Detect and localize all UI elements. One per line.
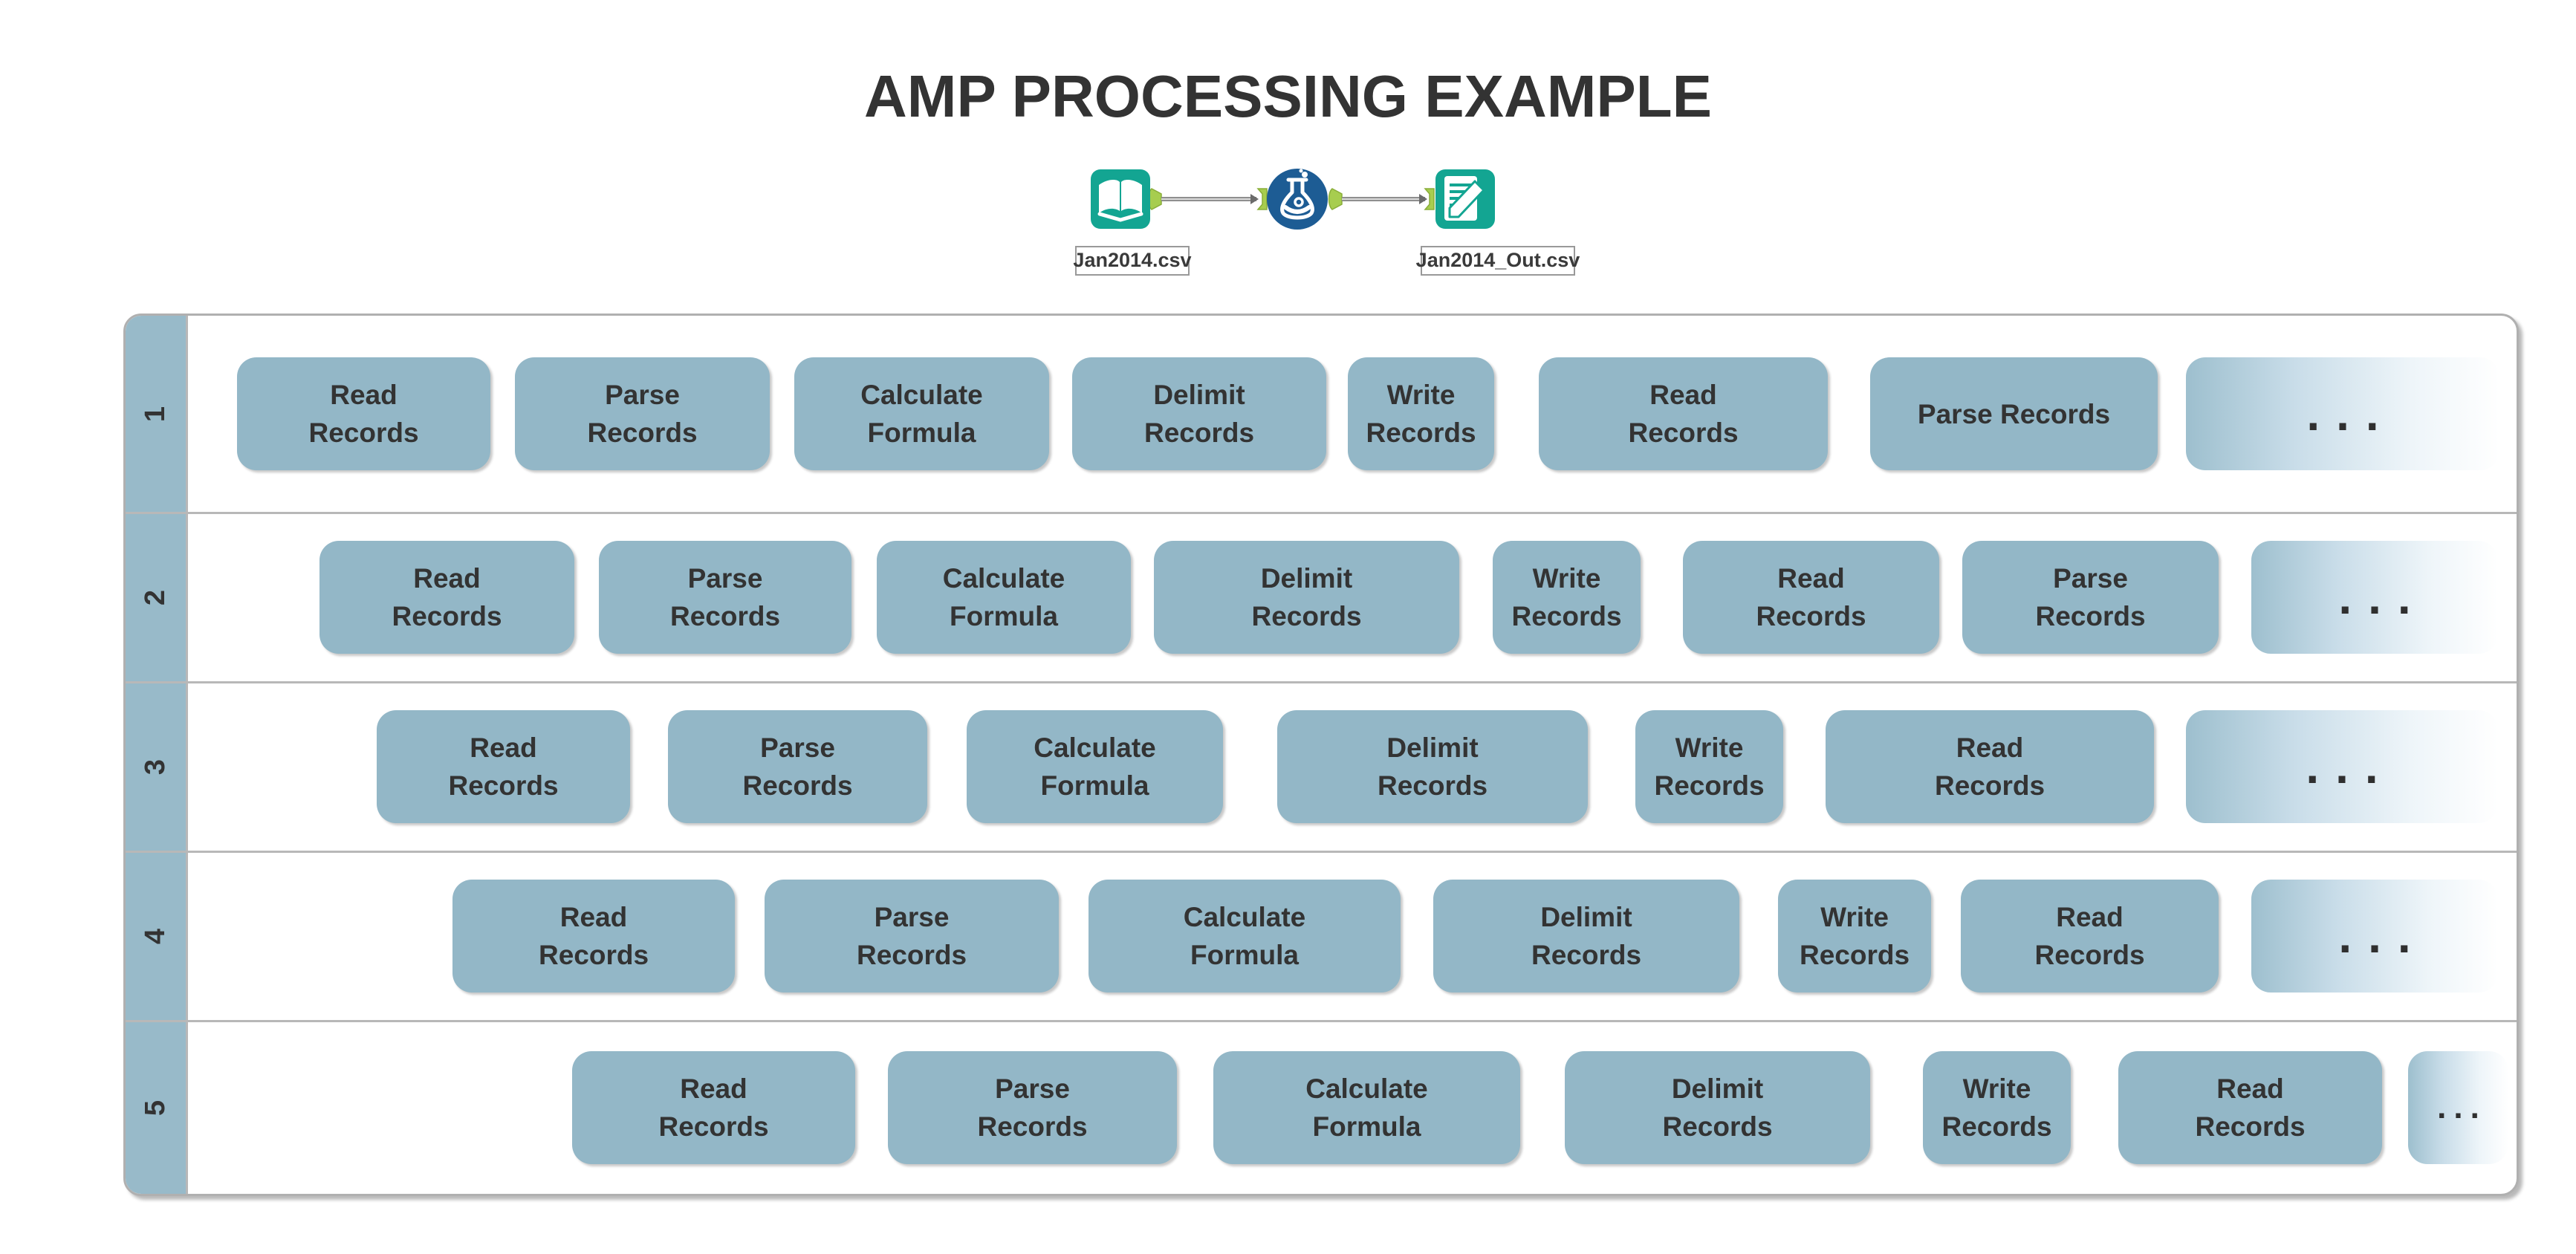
task-block: Parse Records — [1962, 541, 2219, 654]
task-block: Read Records — [572, 1051, 855, 1164]
task-block: Calculate Formula — [794, 357, 1049, 470]
connector-line — [1328, 188, 1435, 210]
lane-4-content: Read Records Parse Records Calculate For… — [188, 853, 2517, 1020]
more-tasks-block: ... — [2251, 541, 2498, 654]
more-tasks-block: ... — [2186, 710, 2498, 823]
task-block: Parse Records — [765, 880, 1059, 993]
task-block: Write Records — [1348, 357, 1494, 470]
more-tasks-block: ... — [2186, 357, 2499, 470]
lane-2-header: 2 — [126, 514, 188, 681]
task-block: Read Records — [2118, 1051, 2382, 1164]
workflow-diagram: Jan2014.csv Jan2014_Out.csv — [1073, 169, 1580, 276]
lane-5: 5 Read Records Parse Records Calculate F… — [126, 1020, 2517, 1194]
more-tasks-block: ... — [2408, 1051, 2508, 1164]
lane-2-content: Read Records Parse Records Calculate For… — [188, 514, 2517, 681]
connector-line — [1147, 188, 1268, 210]
task-block: Parse Records — [888, 1051, 1177, 1164]
input-anchor-icon — [1424, 188, 1435, 210]
task-block: Parse Records — [668, 710, 927, 823]
output-data-tool-icon — [1435, 169, 1495, 229]
lane-number: 1 — [139, 406, 171, 422]
output-anchor-icon — [1328, 188, 1343, 210]
output-file-name: Jan2014_Out.csv — [1416, 249, 1580, 271]
task-block: Read Records — [319, 541, 574, 654]
lane-number: 4 — [139, 928, 171, 945]
task-block: Parse Records — [515, 357, 770, 470]
task-block: Calculate Formula — [877, 541, 1131, 654]
swimlane-panel: 1 Read Records Parse Records Calculate F… — [123, 314, 2519, 1196]
input-file-name: Jan2014.csv — [1073, 249, 1191, 271]
output-anchor-icon — [1147, 188, 1162, 210]
lane-3-header: 3 — [126, 683, 188, 851]
lane-5-content: Read Records Parse Records Calculate For… — [188, 1022, 2517, 1194]
lane-2: 2 Read Records Parse Records Calculate F… — [126, 512, 2517, 681]
more-tasks-block: ... — [2251, 880, 2498, 993]
lane-1-content: Read Records Parse Records Calculate For… — [188, 316, 2517, 512]
task-block: Read Records — [1826, 710, 2154, 823]
lane-3-content: Read Records Parse Records Calculate For… — [188, 683, 2517, 851]
output-file-label: Jan2014_Out.csv — [1416, 246, 1580, 276]
page-title: AMP PROCESSING EXAMPLE — [864, 63, 1712, 129]
task-block: Delimit Records — [1072, 357, 1326, 470]
lane-4: 4 Read Records Parse Records Calculate F… — [126, 851, 2517, 1020]
task-block: Read Records — [377, 710, 630, 823]
task-block: Delimit Records — [1433, 880, 1739, 993]
task-block: Write Records — [1778, 880, 1931, 993]
lane-3: 3 Read Records Parse Records Calculate F… — [126, 681, 2517, 851]
task-block: Read Records — [237, 357, 490, 470]
lane-5-header: 5 — [126, 1022, 188, 1194]
task-block: Delimit Records — [1565, 1051, 1870, 1164]
task-block: Write Records — [1493, 541, 1641, 654]
task-block: Write Records — [1923, 1051, 2071, 1164]
task-block: Parse Records — [599, 541, 851, 654]
input-data-tool-icon — [1091, 169, 1150, 229]
task-block: Delimit Records — [1277, 710, 1588, 823]
lane-1: 1 Read Records Parse Records Calculate F… — [126, 316, 2517, 512]
task-block: Read Records — [1683, 541, 1939, 654]
lane-4-header: 4 — [126, 853, 188, 1020]
task-block: Read Records — [452, 880, 735, 993]
lane-number: 2 — [139, 589, 171, 606]
lane-number: 5 — [139, 1099, 171, 1117]
task-block: Write Records — [1635, 710, 1783, 823]
input-file-label: Jan2014.csv — [1073, 246, 1192, 276]
task-block: Calculate Formula — [1089, 880, 1401, 993]
task-block: Read Records — [1539, 357, 1828, 470]
task-block: Read Records — [1961, 880, 2219, 993]
task-block: Calculate Formula — [1213, 1051, 1520, 1164]
input-anchor-icon — [1256, 188, 1268, 210]
lane-1-header: 1 — [126, 316, 188, 512]
task-block: Parse Records — [1870, 357, 2158, 470]
lane-number: 3 — [139, 758, 171, 776]
task-block: Delimit Records — [1154, 541, 1459, 654]
task-block: Calculate Formula — [967, 710, 1223, 823]
formula-tool-icon — [1267, 169, 1328, 230]
